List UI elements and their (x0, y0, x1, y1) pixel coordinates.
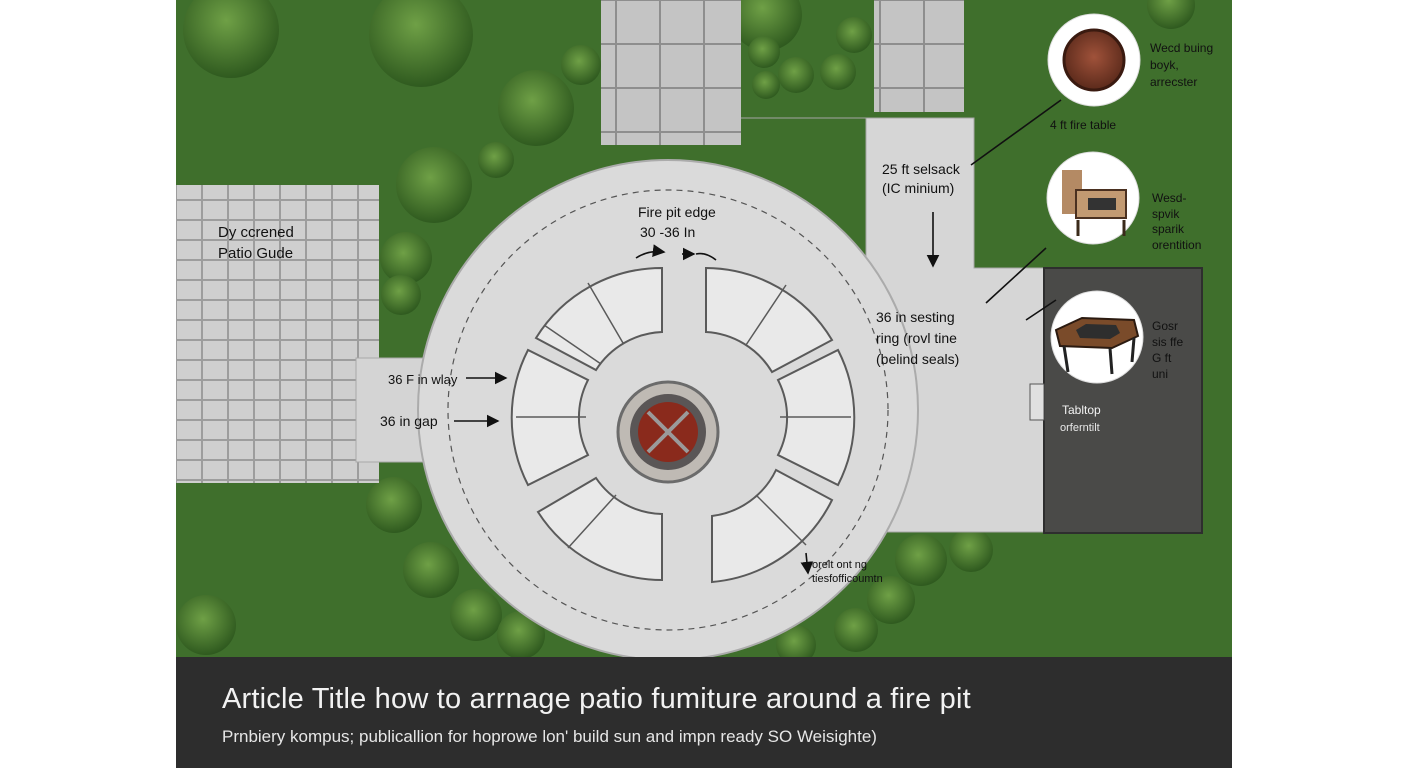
callout-3-line-2: sis ffe (1152, 335, 1183, 349)
fire-pit-edge-label: Fire pit edge (638, 204, 716, 220)
callout-2-line-4: orentition (1152, 238, 1201, 252)
tabletop-label: Tabltop (1062, 403, 1101, 417)
callout-wood-chair (1046, 151, 1140, 245)
callout-3-line-1: Gosr (1152, 319, 1178, 333)
callout-2-line-2: spvik (1152, 207, 1180, 221)
article-subtitle: Prnbiery kompus; publicallion for hoprow… (222, 727, 877, 746)
setback-label: 25 ft selsack (882, 161, 961, 177)
left-paver-patio (176, 185, 379, 483)
callout-3-line-3: G ft (1152, 351, 1172, 365)
setback-ring (447, 189, 889, 631)
seating-ring-label-2: ring (rovl tine (876, 330, 957, 346)
article-title: Article Title how to arrnage patio fumit… (222, 683, 971, 715)
callout-2-line-1: Wesd- (1152, 191, 1186, 205)
fire-pit-edge-range: 30 -36 In (640, 224, 695, 240)
fire-pit (616, 380, 720, 484)
setback-label-2: (IC minium) (882, 180, 954, 196)
walkway-label: 36 F in wlay (388, 372, 458, 387)
wood-burning-bowl-icon (1062, 28, 1126, 92)
patio-plan: Dy ccrened Patio Gude Fire pit edge 30 -… (176, 0, 1232, 665)
callout-3-line-4: uni (1152, 367, 1168, 381)
bottom-note-label: orelt ont ng (812, 559, 867, 571)
bench-dividers (516, 282, 851, 549)
patio-guide-label-2: Patio Gude (218, 245, 293, 262)
gas-fire-table-icon (1054, 316, 1140, 375)
tabletop-label-2: orferntilt (1060, 422, 1100, 434)
seating-ring-label-3: (belind seals) (876, 351, 959, 367)
diagram-stage: Dy ccrened Patio Gude Fire pit edge 30 -… (176, 0, 1232, 768)
top-walkway (601, 0, 741, 145)
gap-label: 36 in gap (380, 413, 438, 429)
article-footer: Article Title how to arrnage patio fumit… (176, 657, 1232, 768)
callout-gas-table (1050, 290, 1144, 384)
patio-guide-label: Dy ccrened (218, 224, 294, 241)
deck-step (1029, 383, 1045, 421)
callout-1-caption: 4 ft fire table (1050, 118, 1116, 132)
seating-ring-label: 36 in sesting (876, 309, 955, 325)
shrubs (176, 0, 1195, 665)
callout-wood-bowl (1047, 13, 1141, 107)
callout-2-line-3: sparik (1152, 222, 1185, 236)
bottom-note-label-2: tiesfofficoumtn (812, 573, 883, 585)
wood-chair-icon (1062, 170, 1127, 236)
top-right-slab (874, 0, 964, 112)
callout-1-line-2: boyk, (1150, 58, 1179, 72)
callout-1-line-1: Wecd buing (1150, 41, 1213, 55)
callout-1-line-3: arrecster (1150, 75, 1197, 89)
annotation-arrows (454, 99, 1062, 575)
